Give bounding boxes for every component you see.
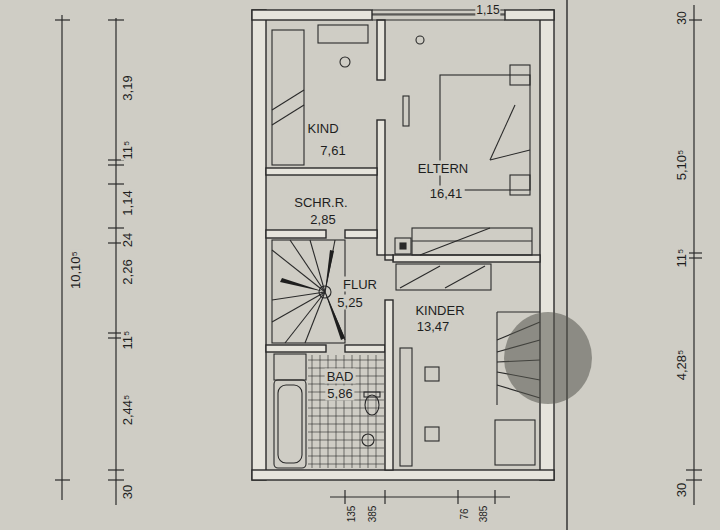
- room-area: 5,25: [335, 295, 364, 310]
- room-name: SCHR.R.: [292, 195, 349, 210]
- dimension-label: 5,10⁵: [675, 149, 689, 182]
- room-name: ELTERN: [416, 161, 470, 176]
- room-name: KINDER: [413, 303, 466, 318]
- room-area: 2,85: [308, 212, 337, 227]
- dimension-label: 10,10⁵: [69, 250, 83, 290]
- dimension-label: 135: [345, 505, 359, 524]
- dimension-label: 76: [458, 507, 472, 520]
- room-area: 16,41: [428, 186, 465, 201]
- room-name: KIND: [305, 121, 340, 136]
- room: KIND 7,61: [267, 20, 377, 168]
- room: FLUR 5,25: [267, 238, 393, 345]
- dimension-label: 2,44⁵: [121, 394, 135, 427]
- room-area: 7,61: [318, 143, 347, 158]
- room-name: BAD: [325, 369, 356, 384]
- dimension-label: 1,14: [121, 189, 135, 216]
- room: BAD 5,86: [267, 352, 385, 470]
- dimension-label: 385: [366, 505, 380, 524]
- room: ELTERN 16,41: [385, 20, 540, 255]
- room-area: 13,47: [415, 319, 452, 334]
- dimension-label: 3,19: [121, 74, 135, 101]
- dimension-label: 1,15: [475, 3, 500, 17]
- room: KINDER13,47: [393, 262, 540, 470]
- dimension-label: 30: [675, 482, 689, 498]
- dimension-label: 2,26: [121, 258, 135, 285]
- room: SCHR.R. 2,85: [267, 175, 377, 230]
- room-area: 5,86: [325, 386, 354, 401]
- dimension-label: 11⁵: [121, 140, 135, 161]
- dimension-label: 30: [121, 484, 135, 500]
- room-name: FLUR: [341, 277, 379, 292]
- dimension-label: 11⁵: [121, 330, 135, 351]
- dimension-label: 24: [121, 232, 135, 248]
- dimension-label: 385: [477, 505, 491, 524]
- dimension-label: 4,28⁵: [675, 349, 689, 382]
- dimension-label: 30: [675, 10, 689, 25]
- dimension-label: 11⁵: [675, 248, 689, 269]
